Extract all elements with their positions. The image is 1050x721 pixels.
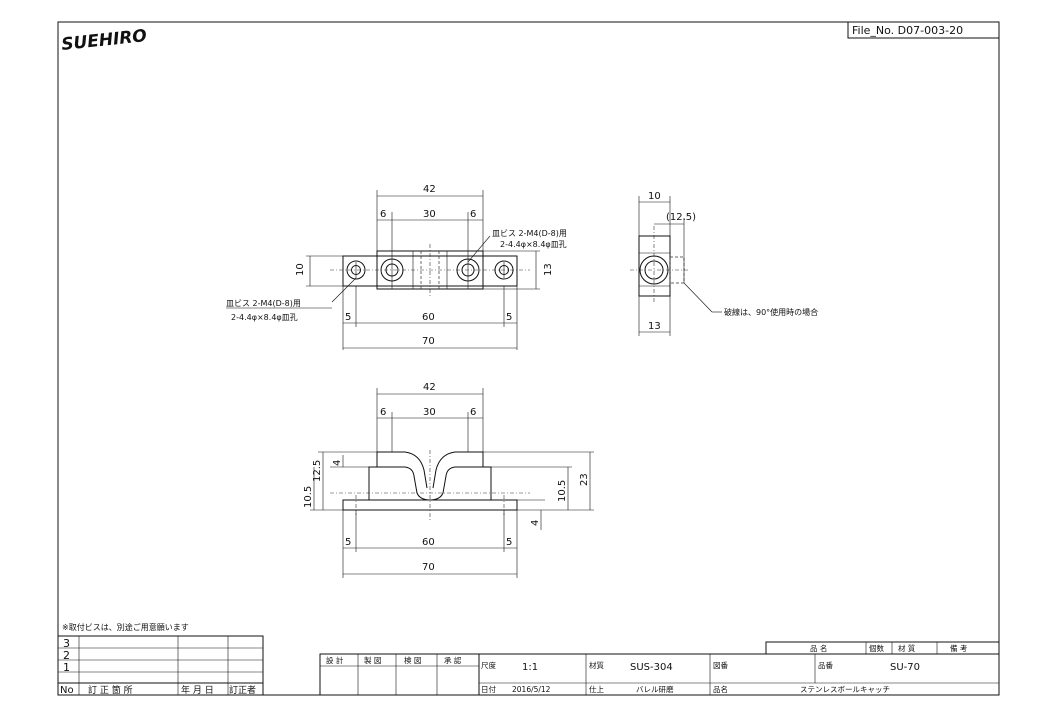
dim-top-5b: 5 — [506, 312, 512, 323]
dim-side-13: 13 — [648, 321, 661, 332]
dim-top-6a: 6 — [380, 209, 386, 220]
callout-top-left-1: 皿ビス 2-M4(D-8)用 — [226, 299, 301, 308]
name-value: ステンレスボールキャッチ — [800, 685, 890, 694]
callout-top-right-1: 皿ビス 2-M4(D-8)用 — [492, 229, 567, 238]
date-value: 2016/5/12 — [512, 685, 551, 694]
revision-row-2: 2 — [63, 649, 70, 662]
revision-row-1: 1 — [63, 661, 70, 674]
top-view: 42 6 30 6 10 13 5 60 5 70 皿ビス 2-M4(D-8)用… — [226, 184, 567, 350]
dim-front-10-5a: 10.5 — [303, 486, 314, 508]
revision-header-location: 訂 正 箇 所 — [88, 684, 133, 696]
callout-top-right-2: 2-4.4φ×8.4φ皿孔 — [500, 240, 567, 249]
dim-front-30: 30 — [423, 407, 436, 418]
dim-front-23: 23 — [579, 473, 590, 486]
dim-top-30: 30 — [423, 209, 436, 220]
dim-top-13: 13 — [543, 263, 554, 276]
name-label: 品名 — [713, 684, 728, 694]
drawing-no-label: 図番 — [713, 660, 728, 670]
side-view: 10 (12.5) 13 破線は、90°使用時の場合 — [630, 191, 818, 336]
mounting-note: ※取付ビスは、別途ご用意願います — [62, 622, 189, 632]
finish-label: 仕上 — [589, 684, 604, 694]
approval-approve: 承 認 — [444, 655, 462, 665]
dim-front-5a: 5 — [345, 537, 351, 548]
parts-header-qty: 個数 — [869, 643, 884, 653]
revision-header-no: No — [60, 685, 74, 696]
svg-text:SUEHIRO: SUEHIRO — [60, 26, 147, 55]
file-no: File_No. D07-003-20 — [852, 24, 963, 37]
approval-design: 設 計 — [326, 655, 344, 665]
dim-side-10: 10 — [648, 191, 661, 202]
material-value: SUS-304 — [630, 662, 673, 673]
dim-front-6b: 6 — [470, 407, 476, 418]
title-block: 設 計 製 図 検 図 承 認 尺度 1:1 日付 2016/5/12 材質 S… — [319, 641, 1000, 696]
dim-side-12-5: (12.5) — [666, 212, 696, 223]
finish-value: バレル研磨 — [636, 684, 674, 694]
dim-front-60: 60 — [422, 537, 435, 548]
dim-top-5a: 5 — [345, 312, 351, 323]
front-view: 42 6 30 6 4 12.5 10.5 23 10.5 4 5 60 — [303, 382, 594, 578]
part-no-value: SU-70 — [890, 662, 920, 673]
revision-header-editor: 訂正者 — [229, 684, 256, 696]
approval-check: 検 図 — [404, 655, 421, 665]
approval-draw: 製 図 — [364, 655, 381, 665]
sheet-border — [57, 21, 1000, 696]
dim-front-12-5: 12.5 — [312, 460, 323, 482]
dim-top-10: 10 — [295, 263, 306, 276]
scale-value: 1:1 — [522, 662, 538, 673]
revision-row-3: 3 — [63, 637, 70, 650]
callout-top-left-2: 2-4.4φ×8.4φ皿孔 — [231, 313, 298, 322]
dim-top-70: 70 — [422, 336, 435, 347]
dim-front-4a: 4 — [332, 460, 343, 466]
dim-top-60: 60 — [422, 312, 435, 323]
dim-top-6b: 6 — [470, 209, 476, 220]
side-note: 破線は、90°使用時の場合 — [724, 307, 818, 317]
dim-front-70: 70 — [422, 562, 435, 573]
dim-front-42: 42 — [423, 382, 436, 393]
dim-front-5b: 5 — [506, 537, 512, 548]
dim-front-6a: 6 — [380, 407, 386, 418]
parts-header-name: 品 名 — [810, 643, 827, 653]
file-no-box — [847, 21, 1000, 39]
dim-front-10-5b: 10.5 — [557, 480, 568, 502]
date-label: 日付 — [481, 684, 496, 694]
dim-top-42: 42 — [423, 184, 436, 195]
revision-header-date: 年 月 日 — [181, 684, 214, 696]
scale-label: 尺度 — [481, 660, 496, 670]
part-no-label: 品番 — [818, 660, 833, 670]
parts-header-remarks: 備 考 — [950, 643, 968, 653]
parts-header-material: 材 質 — [898, 643, 916, 653]
material-label: 材質 — [589, 660, 604, 670]
revision-table: 3 2 1 No 訂 正 箇 所 年 月 日 訂正者 — [57, 635, 264, 696]
suehiro-logo: SUEHIRO — [60, 26, 147, 55]
dim-front-4b: 4 — [530, 520, 541, 526]
